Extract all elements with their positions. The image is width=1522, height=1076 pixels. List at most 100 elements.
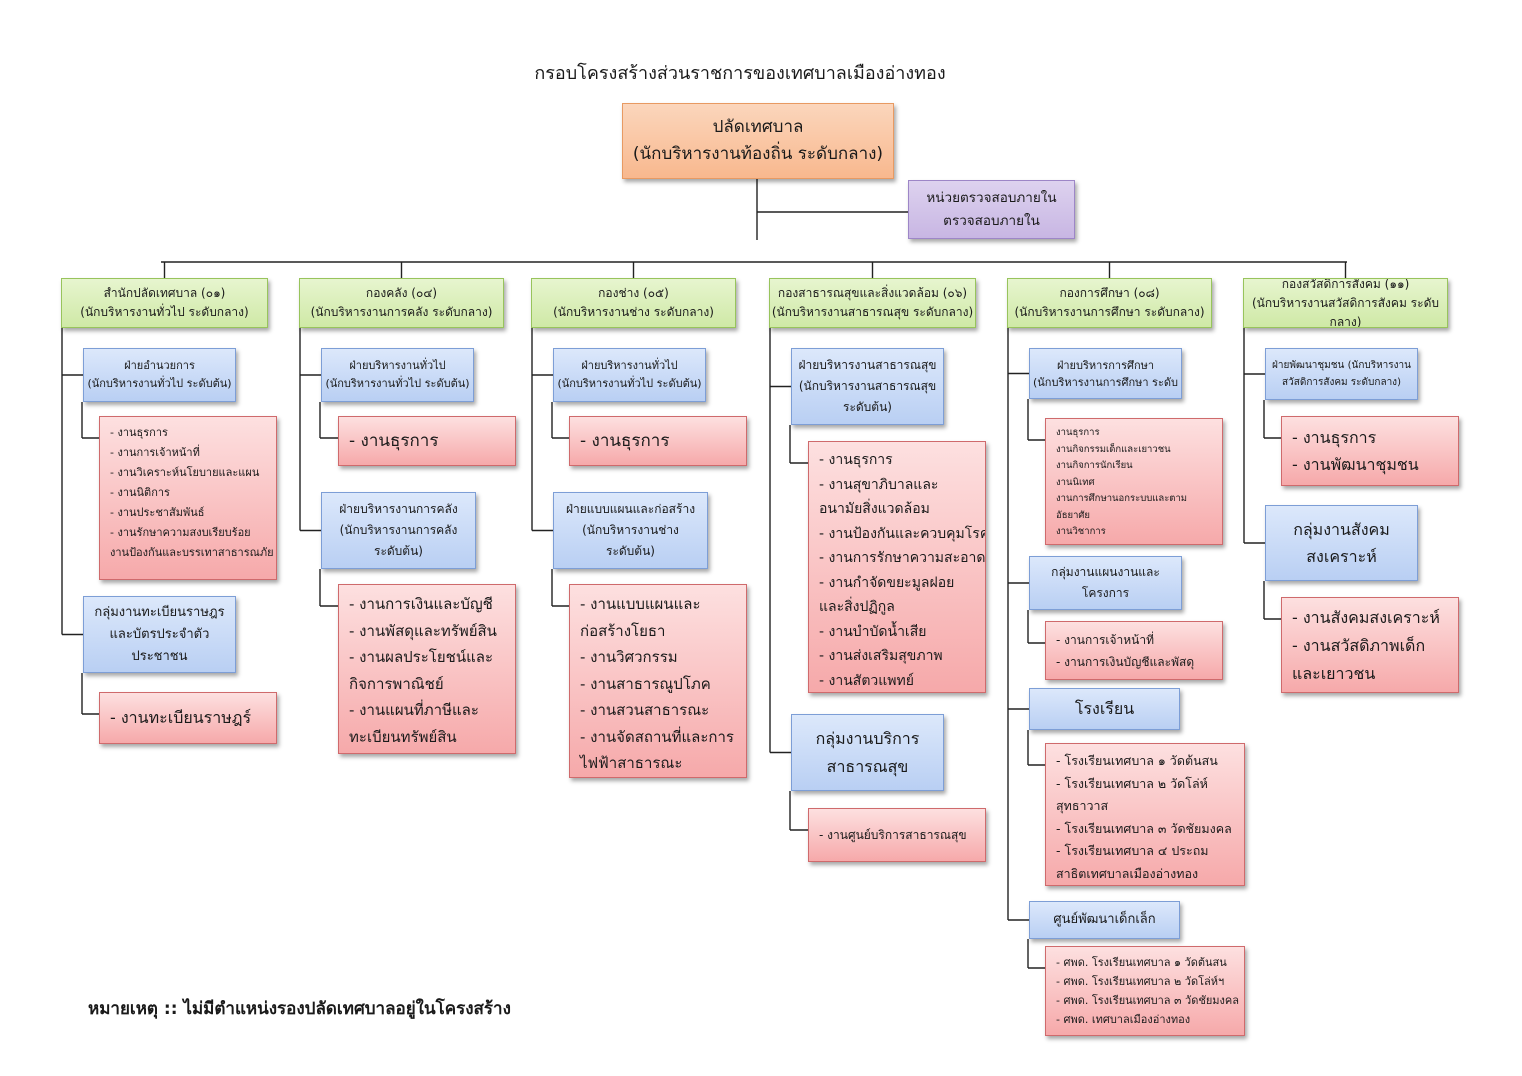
unit-box-line: ระดับต้น) — [374, 544, 423, 558]
unit-box-line: ฝ่ายอำนวยการ — [124, 359, 195, 372]
task-list-box-line: - งานจัดสถานที่และการ — [580, 727, 734, 746]
task-list-box-line: - งานวิศวกรรม — [580, 648, 678, 666]
department-box-5-line: กองการศึกษา (๐๘) — [1059, 286, 1160, 300]
task-list-box-line: ก่อสร้างโยธา — [580, 621, 666, 640]
unit-box-line: ระดับต้น) — [606, 544, 655, 558]
unit-box: ฝ่ายบริหารงานการคลัง (นักบริหารงานการคลัง… — [321, 492, 476, 569]
unit-box: ฝ่ายบริหารการศึกษา (นักบริหารงานการศึกษา … — [1029, 348, 1182, 399]
task-list-box-line: ไฟฟ้าสาธารณะ — [580, 754, 683, 772]
department-box-5: กองการศึกษา (๐๘) (นักบริหารงานการศึกษา ระ… — [1007, 278, 1212, 328]
department-box-1: สำนักปลัดเทศบาล (๐๑)(นักบริหารงานทั่วไป … — [61, 278, 268, 328]
unit-box-line: ฝ่ายบริหารการศึกษา — [1056, 358, 1155, 372]
task-list-box-line: - งานทะเบียนราษฎร์ — [110, 708, 252, 727]
task-list-box-line: - โรงเรียนเทศบาล ๑ วัดต้นสน — [1056, 753, 1218, 768]
unit-box-line: ฝ่ายพัฒนาชุมชน (นักบริหารงาน — [1271, 360, 1411, 371]
unit-box-line: สาธารณสุข — [826, 756, 909, 776]
task-list-box-line: - งานธุรการ — [819, 452, 893, 468]
task-list-box-line: - งานพัสดุและทรัพย์สิน — [349, 621, 497, 640]
task-list-box-line: - งานการเงินบัญชีและพัสดุ — [1056, 654, 1195, 669]
task-list-box-line: - งานการเงินและบัญชี — [349, 595, 493, 613]
task-list-box: - งานธุรการ — [338, 416, 516, 466]
page-title: กรอบโครงสร้างส่วนราชการของเทศบาลเมืองอ่า… — [534, 63, 946, 84]
task-list-box-line: และสิ่งปฏิกูล — [819, 599, 895, 615]
task-list-box-line: - งานการเจ้าหน้าที่ — [110, 446, 200, 459]
unit-box-line: ฝ่ายแบบแผนและก่อสร้าง — [565, 502, 696, 516]
task-list-box-line: อัธยาศัย — [1056, 509, 1091, 521]
unit-box-line: ระดับต้น) — [843, 400, 892, 414]
task-list-box-line: งานวิชาการ — [1056, 526, 1106, 537]
department-box-4-line: กองสาธารณสุขและสิ่งแวดล้อม (๐๖) — [777, 286, 968, 300]
unit-box: โรงเรียน — [1029, 688, 1180, 730]
task-list-box-line: - งานส่งเสริมสุขภาพ — [819, 648, 943, 664]
task-list-box: - โรงเรียนเทศบาล ๑ วัดต้นสน- โรงเรียนเทศ… — [1045, 743, 1245, 886]
unit-box-line: ศูนย์พัฒนาเด็กเล็ก — [1053, 912, 1156, 927]
department-box-6: กองสวัสดิการสังคม (๑๑)(นักบริหารงานสวัสด… — [1243, 278, 1448, 328]
task-list-box-line: - งานสาธารณูปโภค — [580, 674, 711, 693]
unit-box-line: กลุ่มงานทะเบียนราษฎร — [94, 604, 225, 620]
unit-box-line: และบัตรประจำตัว — [109, 626, 210, 642]
head-box-municipal-clerk: ปลัดเทศบาล (นักบริหารงานท้องถิ่น ระดับกล… — [622, 103, 894, 179]
unit-box-line: (นักบริหารงานทั่วไป ระดับต้น) — [557, 377, 702, 390]
task-list-box-line: กิจการพาณิชย์ — [349, 674, 444, 693]
task-list-box-line: - งานสังคมสงเคราะห์ — [1292, 608, 1440, 627]
department-box-6-line: (นักบริหารงานสวัสดิการสังคม ระดับกลาง) — [1252, 295, 1439, 328]
unit-box-line: ประชาชน — [131, 648, 188, 664]
task-list-box: - งานสังคมสงเคราะห์- งานสวัสดิภาพเด็กและ… — [1281, 597, 1459, 693]
task-list-box: - งานธุรการ- งานพัฒนาชุมชน — [1281, 416, 1459, 486]
task-list-box-line: งานการศึกษานอกระบบและตาม — [1056, 493, 1188, 504]
unit-box-line: กลุ่มงานสังคม — [1293, 520, 1390, 539]
task-list-box: - งานการเงินและบัญชี - งานพัสดุและทรัพย์ส… — [338, 584, 516, 754]
unit-box: ฝ่ายบริหารงานทั่วไป (นักบริหารงานทั่วไป ร… — [321, 348, 474, 402]
task-list-box: - งานธุรการ- งานการเจ้าหน้าที่- งานวิเคร… — [99, 416, 277, 580]
task-list-box-line: - งานแผนที่ภาษีและ — [349, 701, 479, 719]
task-list-box-line: งานกิจการนักเรียน — [1056, 460, 1133, 471]
task-list-box-line: - ศพด. โรงเรียนเทศบาล ๒ วัดโล่ห์ฯ — [1056, 975, 1225, 988]
task-list-box-line: - งานผลประโยชน์และ — [349, 648, 493, 666]
unit-box: กลุ่มงานแผนงานและโครงการ — [1029, 556, 1182, 610]
task-list-box-line: - ศพด. เทศบาลเมืองอ่างทอง — [1056, 1013, 1191, 1026]
unit-box-line: (นักบริหารงานการศึกษา ระดับ — [1032, 375, 1179, 389]
task-list-box-line: - งานสุขาภิบาลและ — [819, 476, 939, 493]
task-list-box-line: - งานบำบัดน้ำเสีย — [819, 623, 927, 640]
department-box-2: กองคลัง (๐๔)(นักบริหารงานการคลัง ระดับกล… — [299, 278, 504, 328]
task-list-box-line: และเยาวชน — [1292, 664, 1376, 683]
task-list-box-line: - งานแบบแผนและ — [580, 595, 701, 613]
department-box-4: กองสาธารณสุขและสิ่งแวดล้อม (๐๖)(นักบริหา… — [769, 278, 976, 328]
task-list-box-line: - งานประชาสัมพันธ์ — [110, 506, 205, 519]
task-list-box-line: ทะเบียนทรัพย์สิน — [349, 727, 457, 746]
unit-box-line: สงเคราะห์ — [1306, 547, 1377, 566]
unit-box-line: ฝ่ายบริหารงานการคลัง — [339, 502, 458, 516]
department-box-3-line: (นักบริหารงานช่าง ระดับกลาง) — [553, 305, 714, 319]
unit-box: ศูนย์พัฒนาเด็กเล็ก — [1029, 901, 1180, 939]
unit-box-line: กลุ่มงานบริการ — [815, 728, 920, 748]
unit-box-line: (นักบริหารงานการคลัง — [339, 523, 458, 537]
unit-box-line: (นักบริหารงานช่าง — [582, 523, 679, 537]
unit-box-line: ฝ่ายบริหารงานทั่วไป — [581, 359, 678, 372]
department-box-5-line: (นักบริหารงานการศึกษา ระดับกลาง) — [1014, 305, 1205, 319]
unit-box: ฝ่ายบริหารงานทั่วไป (นักบริหารงานทั่วไป ร… — [553, 348, 706, 402]
task-list-box-line: - งานกำจัดขยะมูลฝอย — [819, 574, 955, 591]
unit-box-line: ฝ่ายบริหารงานสาธารณสุข — [798, 358, 937, 372]
department-box-3: กองช่าง (๐๕)(นักบริหารงานช่าง ระดับกลาง) — [531, 278, 736, 328]
task-list-box: - งานการเจ้าหน้าที่ - งานการเงินบัญชีและพ… — [1045, 621, 1223, 680]
task-list-box-line: อนามัยสิ่งแวดล้อม — [819, 501, 930, 517]
unit-box-line: (นักบริหารงานสาธารณสุข — [798, 379, 937, 393]
task-list-box-line: งานป้องกันและบรรเทาสาธารณภัย — [110, 546, 274, 559]
task-list-box-line: สุทธาวาส — [1056, 798, 1109, 813]
department-box-1-line: สำนักปลัดเทศบาล (๐๑) — [103, 286, 226, 300]
task-list-box-line: - งานป้องกันและควบคุมโรค — [819, 525, 986, 542]
unit-box-line: กลุ่มงานแผนงานและ — [1051, 565, 1160, 579]
task-list-box-line: - งานการเจ้าหน้าที่ — [1056, 632, 1155, 647]
unit-box-line: (นักบริหารงานทั่วไป ระดับต้น) — [325, 377, 470, 390]
task-list-box-line: - งานธุรการ — [1292, 428, 1377, 447]
task-list-box-line: งานนิเทศ — [1056, 476, 1095, 488]
unit-box-line: ฝ่ายบริหารงานทั่วไป — [349, 359, 446, 372]
unit-box-line: สวัสดิการสังคม ระดับกลาง) — [1282, 377, 1401, 388]
task-list-box-line: - งานธุรการ — [580, 431, 670, 451]
unit-box-line: โรงเรียน — [1074, 699, 1135, 718]
unit-box-line: โครงการ — [1081, 586, 1130, 600]
audit-unit-line2: ตรวจสอบภายใน — [943, 212, 1040, 229]
task-list-box-line: - งานรักษาความสงบเรียบร้อย — [110, 526, 251, 539]
task-list-box-line: - ศพด. โรงเรียนเทศบาล ๓ วัดชัยมงคล — [1056, 994, 1240, 1007]
task-list-box-line: - ศพด. โรงเรียนเทศบาล ๑ วัดต้นสน — [1056, 956, 1227, 969]
